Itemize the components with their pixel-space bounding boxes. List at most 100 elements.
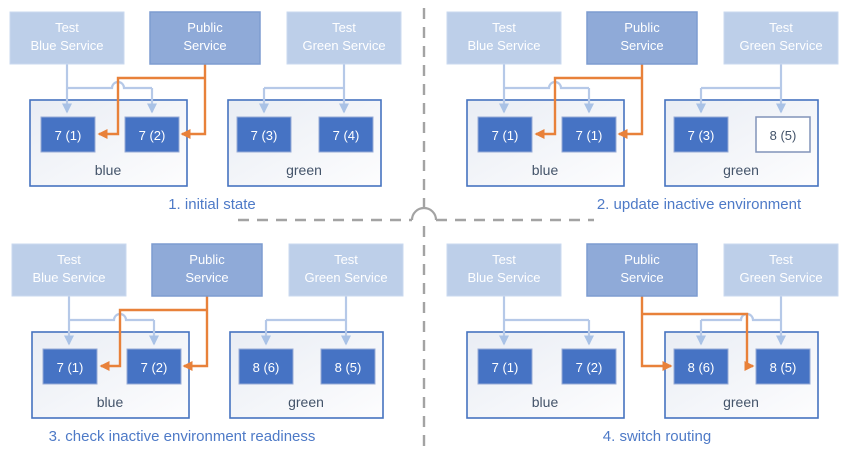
service-label-line2: Green Service <box>302 38 385 53</box>
env-label-blue: blue <box>95 162 122 178</box>
service-label-line1: Test <box>334 252 358 267</box>
env-label-green: green <box>288 394 324 410</box>
panel-caption: 1. initial state <box>168 196 256 213</box>
pod-box <box>477 348 533 385</box>
pod-label: 8 (5) <box>770 128 797 143</box>
pod-label: 7 (2) <box>141 360 168 375</box>
test-blue-route-split <box>504 80 589 90</box>
service-label-line2: Blue Service <box>31 38 104 53</box>
env-label-blue: blue <box>532 394 559 410</box>
pod-label: 7 (1) <box>492 360 519 375</box>
pod: 7 (2) <box>124 116 180 153</box>
pod-box <box>126 348 182 385</box>
pod-label: 8 (6) <box>253 360 280 375</box>
service-label-line2: Green Service <box>304 270 387 285</box>
pod: 7 (1) <box>40 116 96 153</box>
public-route-arrow-1 <box>534 76 642 139</box>
pod: 8 (5) <box>755 348 811 385</box>
pod: 8 (5) <box>320 348 376 385</box>
env-label-blue: blue <box>97 394 124 410</box>
pod-box <box>755 348 811 385</box>
service-label-line1: Test <box>55 20 79 35</box>
pod-box <box>42 348 98 385</box>
env-label-green: green <box>286 162 322 178</box>
panel-check-readiness: 7 (1) 7 (2) 8 (6) 8 (5) blue green Test … <box>11 243 404 445</box>
service-label-line1: Test <box>57 252 81 267</box>
service-box-test-blue <box>446 243 562 297</box>
service-label-line1: Public <box>187 20 223 35</box>
pod-label: 7 (4) <box>333 128 360 143</box>
pod: 7 (4) <box>318 116 374 153</box>
pod-label: 8 (6) <box>688 360 715 375</box>
service-label-line2: Blue Service <box>468 38 541 53</box>
service-box-public <box>586 243 698 297</box>
pod-label: 8 (5) <box>770 360 797 375</box>
service-label-line1: Public <box>624 20 660 35</box>
panel-initial-state: 7 (1) 7 (2) 7 (3) 7 (4) blue green Test … <box>9 11 402 213</box>
service-label-line2: Service <box>183 38 226 53</box>
pod: 7 (1) <box>477 116 533 153</box>
pod-label: 7 (1) <box>55 128 82 143</box>
pod: 7 (1) <box>42 348 98 385</box>
pod-label: 7 (1) <box>57 360 84 375</box>
pod-box <box>238 348 294 385</box>
pod-label: 7 (2) <box>576 360 603 375</box>
panel-caption: 4. switch routing <box>603 428 711 445</box>
panel-caption: 2. update inactive environment <box>597 196 802 213</box>
service-label-line1: Test <box>769 252 793 267</box>
pod: 7 (1) <box>477 348 533 385</box>
service-box-test-green <box>286 11 402 65</box>
pod: 7 (2) <box>126 348 182 385</box>
pod-label: 7 (1) <box>576 128 603 143</box>
service-label-line2: Green Service <box>739 38 822 53</box>
public-route-arrow-2 <box>180 64 207 139</box>
pod: 7 (1) <box>561 116 617 153</box>
pod-label: 7 (2) <box>139 128 166 143</box>
service-label-line1: Test <box>769 20 793 35</box>
service-label-line1: Public <box>624 252 660 267</box>
pod-box-outline <box>755 116 811 153</box>
service-label-line1: Public <box>189 252 225 267</box>
pod-label: 7 (3) <box>688 128 715 143</box>
service-label-line1: Test <box>492 20 516 35</box>
service-box-public <box>151 243 263 297</box>
env-label-green: green <box>723 162 759 178</box>
test-blue-route-split <box>69 312 154 322</box>
pod-box <box>318 116 374 153</box>
pod: 8 (6) <box>238 348 294 385</box>
pod-box <box>236 116 292 153</box>
public-route-arrow-1 <box>640 296 673 371</box>
pod: 8 (6) <box>673 348 729 385</box>
env-label-green: green <box>723 394 759 410</box>
service-box-test-green <box>723 243 839 297</box>
env-label-blue: blue <box>532 162 559 178</box>
pod-box <box>124 116 180 153</box>
service-label-line2: Blue Service <box>468 270 541 285</box>
service-box-test-blue <box>446 11 562 65</box>
service-box-test-blue <box>11 243 127 297</box>
service-box-public <box>149 11 261 65</box>
divider-hop-arc <box>410 206 438 221</box>
pod-box <box>561 116 617 153</box>
service-label-line2: Blue Service <box>33 270 106 285</box>
service-label-line2: Green Service <box>739 270 822 285</box>
service-label-line1: Test <box>492 252 516 267</box>
pod-new-version: 8 (5) <box>755 116 811 153</box>
service-label-line2: Service <box>620 270 663 285</box>
pod-box <box>561 348 617 385</box>
pod-label: 7 (3) <box>251 128 278 143</box>
panel-caption: 3. check inactive environment readiness <box>49 428 316 445</box>
pod-label: 7 (1) <box>492 128 519 143</box>
test-blue-route-split <box>67 80 152 90</box>
panel-switch-routing: 7 (1) 7 (2) 8 (6) 8 (5) blue green Test … <box>446 243 839 445</box>
public-route-arrow-1 <box>97 76 205 139</box>
pod: 7 (3) <box>236 116 292 153</box>
service-label-line2: Service <box>185 270 228 285</box>
service-box-test-blue <box>9 11 125 65</box>
public-route-arrow-2 <box>182 296 209 371</box>
pod-box <box>320 348 376 385</box>
pod-box <box>477 116 533 153</box>
public-route-arrow-1 <box>99 308 207 371</box>
